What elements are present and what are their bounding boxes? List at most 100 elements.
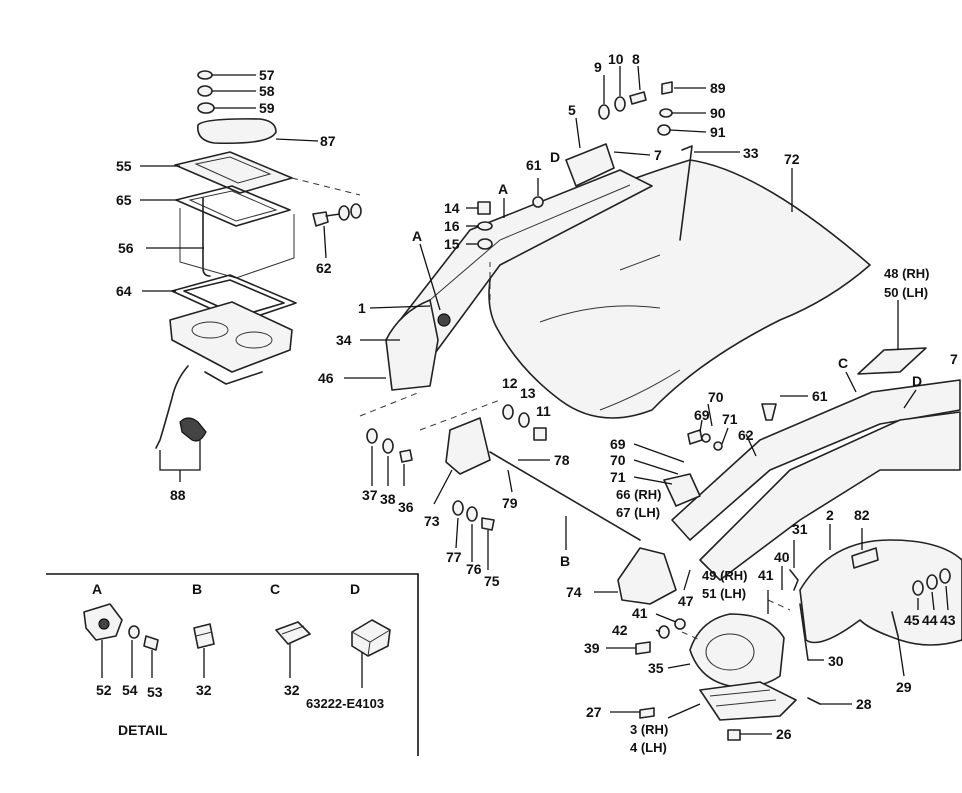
detail-header-b: B <box>192 581 202 597</box>
detail-label-54: 54 <box>122 682 138 698</box>
callout-D-top: D <box>550 149 560 165</box>
callout-3-rh: 3 (RH) <box>630 722 668 737</box>
callout-70-top: 70 <box>708 389 724 405</box>
callout-47: 47 <box>678 593 694 609</box>
callout-58: 58 <box>259 83 275 99</box>
air-intake-assembly <box>155 70 362 449</box>
callout-15: 15 <box>444 236 460 252</box>
callout-46: 46 <box>318 370 334 386</box>
detail-label-32-c: 32 <box>284 682 300 698</box>
detail-label-32-b: 32 <box>196 682 212 698</box>
callout-62-right: 62 <box>738 427 754 443</box>
callout-35: 35 <box>648 660 664 676</box>
callout-labels: 57 58 59 87 55 65 56 62 64 88 9 10 8 89 … <box>116 51 958 755</box>
callout-71-top: 71 <box>722 411 738 427</box>
callout-55: 55 <box>116 158 132 174</box>
callout-74: 74 <box>566 584 582 600</box>
callout-2: 2 <box>826 507 834 523</box>
callout-C: C <box>838 355 848 371</box>
callout-65: 65 <box>116 192 132 208</box>
callout-38: 38 <box>380 491 396 507</box>
detail-header-d: D <box>350 581 360 597</box>
callout-90: 90 <box>710 105 726 121</box>
callout-57: 57 <box>259 67 275 83</box>
callout-87: 87 <box>320 133 336 149</box>
detail-c-pad <box>275 621 311 645</box>
callout-16: 16 <box>444 218 460 234</box>
detail-label-53: 53 <box>147 684 163 700</box>
callout-39: 39 <box>584 640 600 656</box>
callout-41: 41 <box>632 605 648 621</box>
callout-30: 30 <box>828 653 844 669</box>
callout-A-left: A <box>412 228 422 244</box>
callout-40: 40 <box>774 549 790 565</box>
callout-91: 91 <box>710 124 726 140</box>
detail-header-a: A <box>92 581 102 597</box>
callout-41-top: 41 <box>758 567 774 583</box>
callout-66-rh: 66 (RH) <box>616 487 662 502</box>
callout-14: 14 <box>444 200 460 216</box>
callout-34: 34 <box>336 332 352 348</box>
callout-48-rh: 48 (RH) <box>884 266 930 281</box>
detail-box: A B C D 52 54 53 32 32 63222-E4103 DETAI… <box>46 573 419 756</box>
callout-59: 59 <box>259 100 275 116</box>
callout-82: 82 <box>854 507 870 523</box>
callout-leaders <box>140 65 949 735</box>
callout-29: 29 <box>896 679 912 695</box>
hood-assembly <box>359 81 871 541</box>
callout-50-lh: 50 (LH) <box>884 285 928 300</box>
callout-62-left: 62 <box>316 260 332 276</box>
fender-assembly <box>617 347 962 741</box>
callout-61-top: 61 <box>526 157 542 173</box>
callout-61-right: 61 <box>812 388 828 404</box>
callout-28: 28 <box>856 696 872 712</box>
callout-1: 1 <box>358 300 366 316</box>
callout-77: 77 <box>446 549 462 565</box>
detail-header-c: C <box>270 581 280 597</box>
callout-72: 72 <box>784 151 800 167</box>
callout-9: 9 <box>594 59 602 75</box>
callout-89: 89 <box>710 80 726 96</box>
callout-69: 69 <box>610 436 626 452</box>
callout-44: 44 <box>922 612 938 628</box>
callout-27: 27 <box>586 704 602 720</box>
callout-70: 70 <box>610 452 626 468</box>
callout-43: 43 <box>940 612 956 628</box>
callout-10: 10 <box>608 51 624 67</box>
callout-45: 45 <box>904 612 920 628</box>
callout-7-right: 7 <box>950 351 958 367</box>
detail-label-52: 52 <box>96 682 112 698</box>
detail-b-clip <box>193 623 215 649</box>
callout-11: 11 <box>536 403 551 419</box>
callout-67-lh: 67 (LH) <box>616 505 660 520</box>
callout-42: 42 <box>612 622 628 638</box>
callout-36: 36 <box>398 499 414 515</box>
callout-4-lh: 4 (LH) <box>630 740 667 755</box>
callout-75: 75 <box>484 573 500 589</box>
callout-37: 37 <box>362 487 378 503</box>
detail-title: DETAIL <box>118 722 168 738</box>
callout-12: 12 <box>502 375 518 391</box>
callout-49-rh: 49 (RH) <box>702 568 748 583</box>
callout-69-top: 69 <box>694 407 710 423</box>
callout-B: B <box>560 553 570 569</box>
detail-d-block <box>351 619 391 657</box>
callout-13: 13 <box>520 385 536 401</box>
callout-D-right: D <box>912 373 922 389</box>
callout-56: 56 <box>118 240 134 256</box>
callout-51-lh: 51 (LH) <box>702 586 746 601</box>
callout-26: 26 <box>776 726 792 742</box>
callout-5: 5 <box>568 102 576 118</box>
detail-part-number: 63222-E4103 <box>306 696 384 711</box>
callout-8: 8 <box>632 51 640 67</box>
callout-88: 88 <box>170 487 186 503</box>
callout-71: 71 <box>610 469 626 485</box>
callout-33: 33 <box>743 145 759 161</box>
callout-78: 78 <box>554 452 570 468</box>
callout-7-top: 7 <box>654 147 662 163</box>
callout-73: 73 <box>424 513 440 529</box>
callout-64: 64 <box>116 283 132 299</box>
callout-76: 76 <box>466 561 482 577</box>
callout-A-top: A <box>498 181 508 197</box>
